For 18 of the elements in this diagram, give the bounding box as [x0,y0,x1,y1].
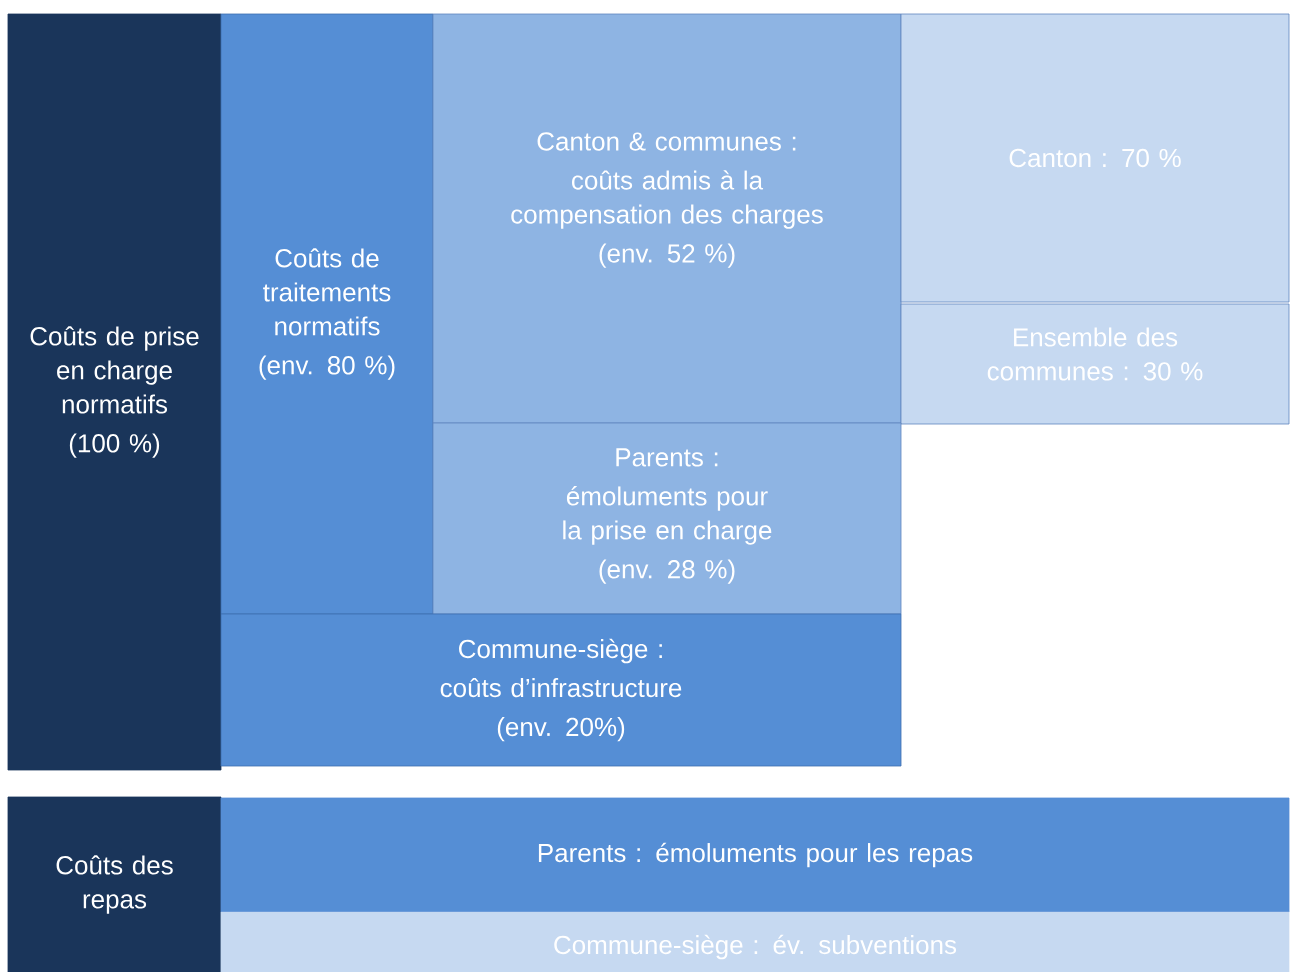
node-text: Coûts des repas [56,855,173,914]
node-text: Parents : émoluments pour la prise en charge (env. 28 %) [563,448,772,584]
cost-box: Coûts de traitements normatifs (env. 80 %) [220,13,434,615]
node-text: Commune-siège : év. subventions [554,934,957,960]
cost-box: Parents : émoluments pour les repas [220,797,1290,913]
node-text: Ensemble des communes : 30 % [987,327,1203,381]
node-text: Commune-siège : coûts d’infrastructure (env. 20%) [440,638,682,742]
cost-box: Parents : émoluments pour la prise en charge (env. 28 %) [432,422,902,615]
node-text: Coûts de prise en charge normatifs (100 %) [30,326,199,458]
cost-box: Commune-siège : év. subventions [220,911,1290,972]
cost-box: Ensemble des communes : 30 % [900,303,1290,425]
cost-box: Commune-siège : coûts d’infrastructure (env. 20%) [220,613,902,767]
cost-box: Coûts de prise en charge normatifs (100 %) [7,13,222,771]
cost-box: Coûts des repas [7,796,222,972]
node-text: Canton : 70 % [1009,148,1181,168]
node-text: Canton & communes : coûts admis à la compensation des charges (env. 52 %) [511,132,823,268]
node-text: Coûts de traitements normatifs (env. 80 %) [259,248,395,380]
node-text: Parents : émoluments pour les repas [538,842,973,868]
